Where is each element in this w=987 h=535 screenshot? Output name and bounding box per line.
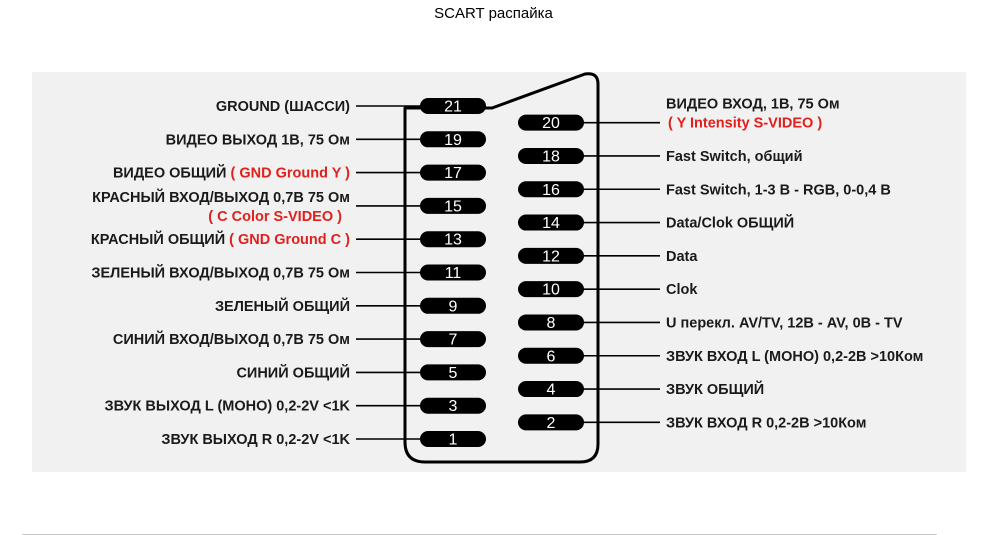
- pin-label-note: ( GND Ground C ): [229, 232, 350, 248]
- pin-label: U перекл. AV/TV, 12В - AV, 0В - TV: [666, 315, 903, 331]
- pin-label: ЗЕЛЕНЫЙ ВХОД/ВЫХОД 0,7В 75 Ом: [91, 264, 350, 282]
- pin-14: 14 Data/Clok ОБЩИЙ: [518, 214, 794, 232]
- pin-body: [518, 414, 584, 431]
- pin-number: 2: [547, 415, 556, 432]
- pin-5: 5 СИНИЙ ОБЩИЙ: [236, 363, 486, 382]
- pin-number: 21: [444, 99, 462, 116]
- pin-18: 18 Fast Switch, общий: [518, 147, 803, 165]
- pin-label: СИНИЙ ОБЩИЙ: [236, 363, 350, 381]
- pin-body: [420, 197, 486, 214]
- pin-15: 15 КРАСНЫЙ ВХОД/ВЫХОД 0,7В 75 Ом ( C Color…: [92, 188, 486, 225]
- pin-8: 8 U перекл. AV/TV, 12В - AV, 0В - TV: [518, 314, 903, 332]
- pin-body: [420, 331, 486, 348]
- pin-label-note: ( Y Intensity S-VIDEO ): [668, 116, 822, 132]
- pin-label: ЗВУК ВХОД L (МОНО) 0,2-2В >10Ком: [666, 349, 923, 365]
- pin-label: Data/Clok ОБЩИЙ: [666, 214, 794, 232]
- pin-12: 12 Data: [518, 247, 698, 265]
- pin-body: [518, 147, 584, 164]
- pin-number: 20: [542, 115, 560, 132]
- pin-body: [420, 431, 486, 447]
- pin-label: ЗВУК ВЫХОД L (МОНО) 0,2-2V <1K: [105, 399, 351, 415]
- pin-label: ЗВУК ВХОД R 0,2-2В >10Ком: [666, 415, 866, 431]
- pin-number: 14: [542, 215, 560, 232]
- pin-number: 1: [449, 432, 458, 449]
- pin-number: 11: [445, 265, 462, 282]
- pin-number: 3: [449, 398, 458, 415]
- pin-label: ВИДЕО ВХОД, 1В, 75 Ом: [666, 97, 840, 113]
- pin-body: [420, 231, 486, 248]
- pin-body: [420, 297, 486, 314]
- pin-13: 13 КРАСНЫЙ ОБЩИЙ ( GND Ground C ): [91, 230, 486, 249]
- pin-1: 1 ЗВУК ВЫХОД R 0,2-2V <1K: [161, 431, 486, 449]
- pin-body: [518, 347, 584, 364]
- pin-body: [420, 397, 486, 414]
- pin-body: [420, 98, 486, 114]
- diagram-panel: [32, 72, 966, 472]
- pin-number: 4: [547, 382, 556, 399]
- pin-body: [518, 381, 584, 398]
- pin-number: 17: [444, 165, 462, 182]
- pin-label: ЗВУК ОБЩИЙ: [666, 380, 764, 398]
- pin-4: 4 ЗВУК ОБЩИЙ: [518, 380, 764, 399]
- pin-body: [420, 164, 486, 181]
- pin-number: 7: [449, 332, 458, 349]
- pin-label: Fast Switch, 1-3 В - RGB, 0-0,4 В: [666, 182, 891, 198]
- pin-label: КРАСНЫЙ ОБЩИЙ ( GND Ground C ): [91, 230, 350, 248]
- pin-body: [420, 364, 486, 381]
- pin-label: GROUND (ШАССИ): [216, 99, 350, 115]
- pin-label: Fast Switch, общий: [666, 149, 803, 165]
- pin-20: 20 ВИДЕО ВХОД, 1В, 75 Ом ( Y Intensity S-V…: [518, 97, 840, 132]
- pin-10: 10 Clok: [518, 281, 698, 299]
- pin-label: Clok: [666, 282, 698, 298]
- pin-body: [518, 114, 584, 131]
- diagram-title: SCART распайка: [434, 5, 553, 22]
- pin-number: 6: [547, 348, 556, 365]
- pin-body: [518, 181, 584, 198]
- pin-2: 2 ЗВУК ВХОД R 0,2-2В >10Ком: [518, 414, 866, 432]
- pin-9: 9 ЗЕЛЕНЫЙ ОБЩИЙ: [215, 297, 486, 315]
- pin-label: ВИДЕО ОБЩИЙ ( GND Ground Y ): [113, 164, 350, 182]
- pin-7: 7 СИНИЙ ВХОД/ВЫХОД 0,7В 75 Ом: [113, 330, 486, 349]
- pin-16: 16 Fast Switch, 1-3 В - RGB, 0-0,4 В: [518, 181, 891, 199]
- pin-body: [518, 214, 584, 231]
- pin-number: 5: [449, 365, 458, 382]
- pin-body: [420, 131, 486, 148]
- pin-body: [518, 281, 584, 298]
- pin-number: 18: [542, 148, 560, 165]
- pin-3: 3 ЗВУК ВЫХОД L (МОНО) 0,2-2V <1K: [105, 397, 486, 415]
- pin-number: 19: [444, 132, 462, 149]
- pin-label: КРАСНЫЙ ВХОД/ВЫХОД 0,7В 75 Ом: [92, 188, 350, 206]
- pin-number: 8: [547, 315, 556, 332]
- pin-body: [420, 264, 486, 281]
- pin-11: 11 ЗЕЛЕНЫЙ ВХОД/ВЫХОД 0,7В 75 Ом: [91, 264, 486, 282]
- pin-number: 9: [449, 298, 458, 315]
- pin-number: 15: [444, 198, 462, 215]
- pin-label-text: КРАСНЫЙ ОБЩИЙ: [91, 230, 229, 248]
- pin-body: [518, 314, 584, 331]
- pin-label: ЗВУК ВЫХОД R 0,2-2V <1K: [161, 432, 350, 448]
- pin-19: 19 ВИДЕО ВЫХОД 1В, 75 Ом: [166, 131, 486, 149]
- pin-17: 17 ВИДЕО ОБЩИЙ ( GND Ground Y ): [113, 164, 486, 182]
- pin-number: 12: [542, 248, 560, 265]
- pin-label-note: ( C Color S-VIDEO ): [208, 209, 342, 225]
- pin-number: 10: [542, 282, 560, 299]
- pin-21: 21 GROUND (ШАССИ): [216, 98, 486, 116]
- pin-number: 13: [444, 232, 462, 249]
- pin-label: ЗЕЛЕНЫЙ ОБЩИЙ: [215, 297, 350, 315]
- pin-label-note: ( GND Ground Y ): [231, 166, 351, 182]
- pin-number: 16: [542, 182, 560, 199]
- pin-label: ВИДЕО ВЫХОД 1В, 75 Ом: [166, 132, 350, 148]
- pin-label-text: ВИДЕО ОБЩИЙ: [113, 164, 231, 182]
- pin-body: [518, 247, 584, 264]
- pin-6: 6 ЗВУК ВХОД L (МОНО) 0,2-2В >10Ком: [518, 347, 923, 365]
- pin-label: СИНИЙ ВХОД/ВЫХОД 0,7В 75 Ом: [113, 330, 350, 348]
- pin-label: Data: [666, 249, 698, 265]
- connector-outline: [403, 72, 600, 464]
